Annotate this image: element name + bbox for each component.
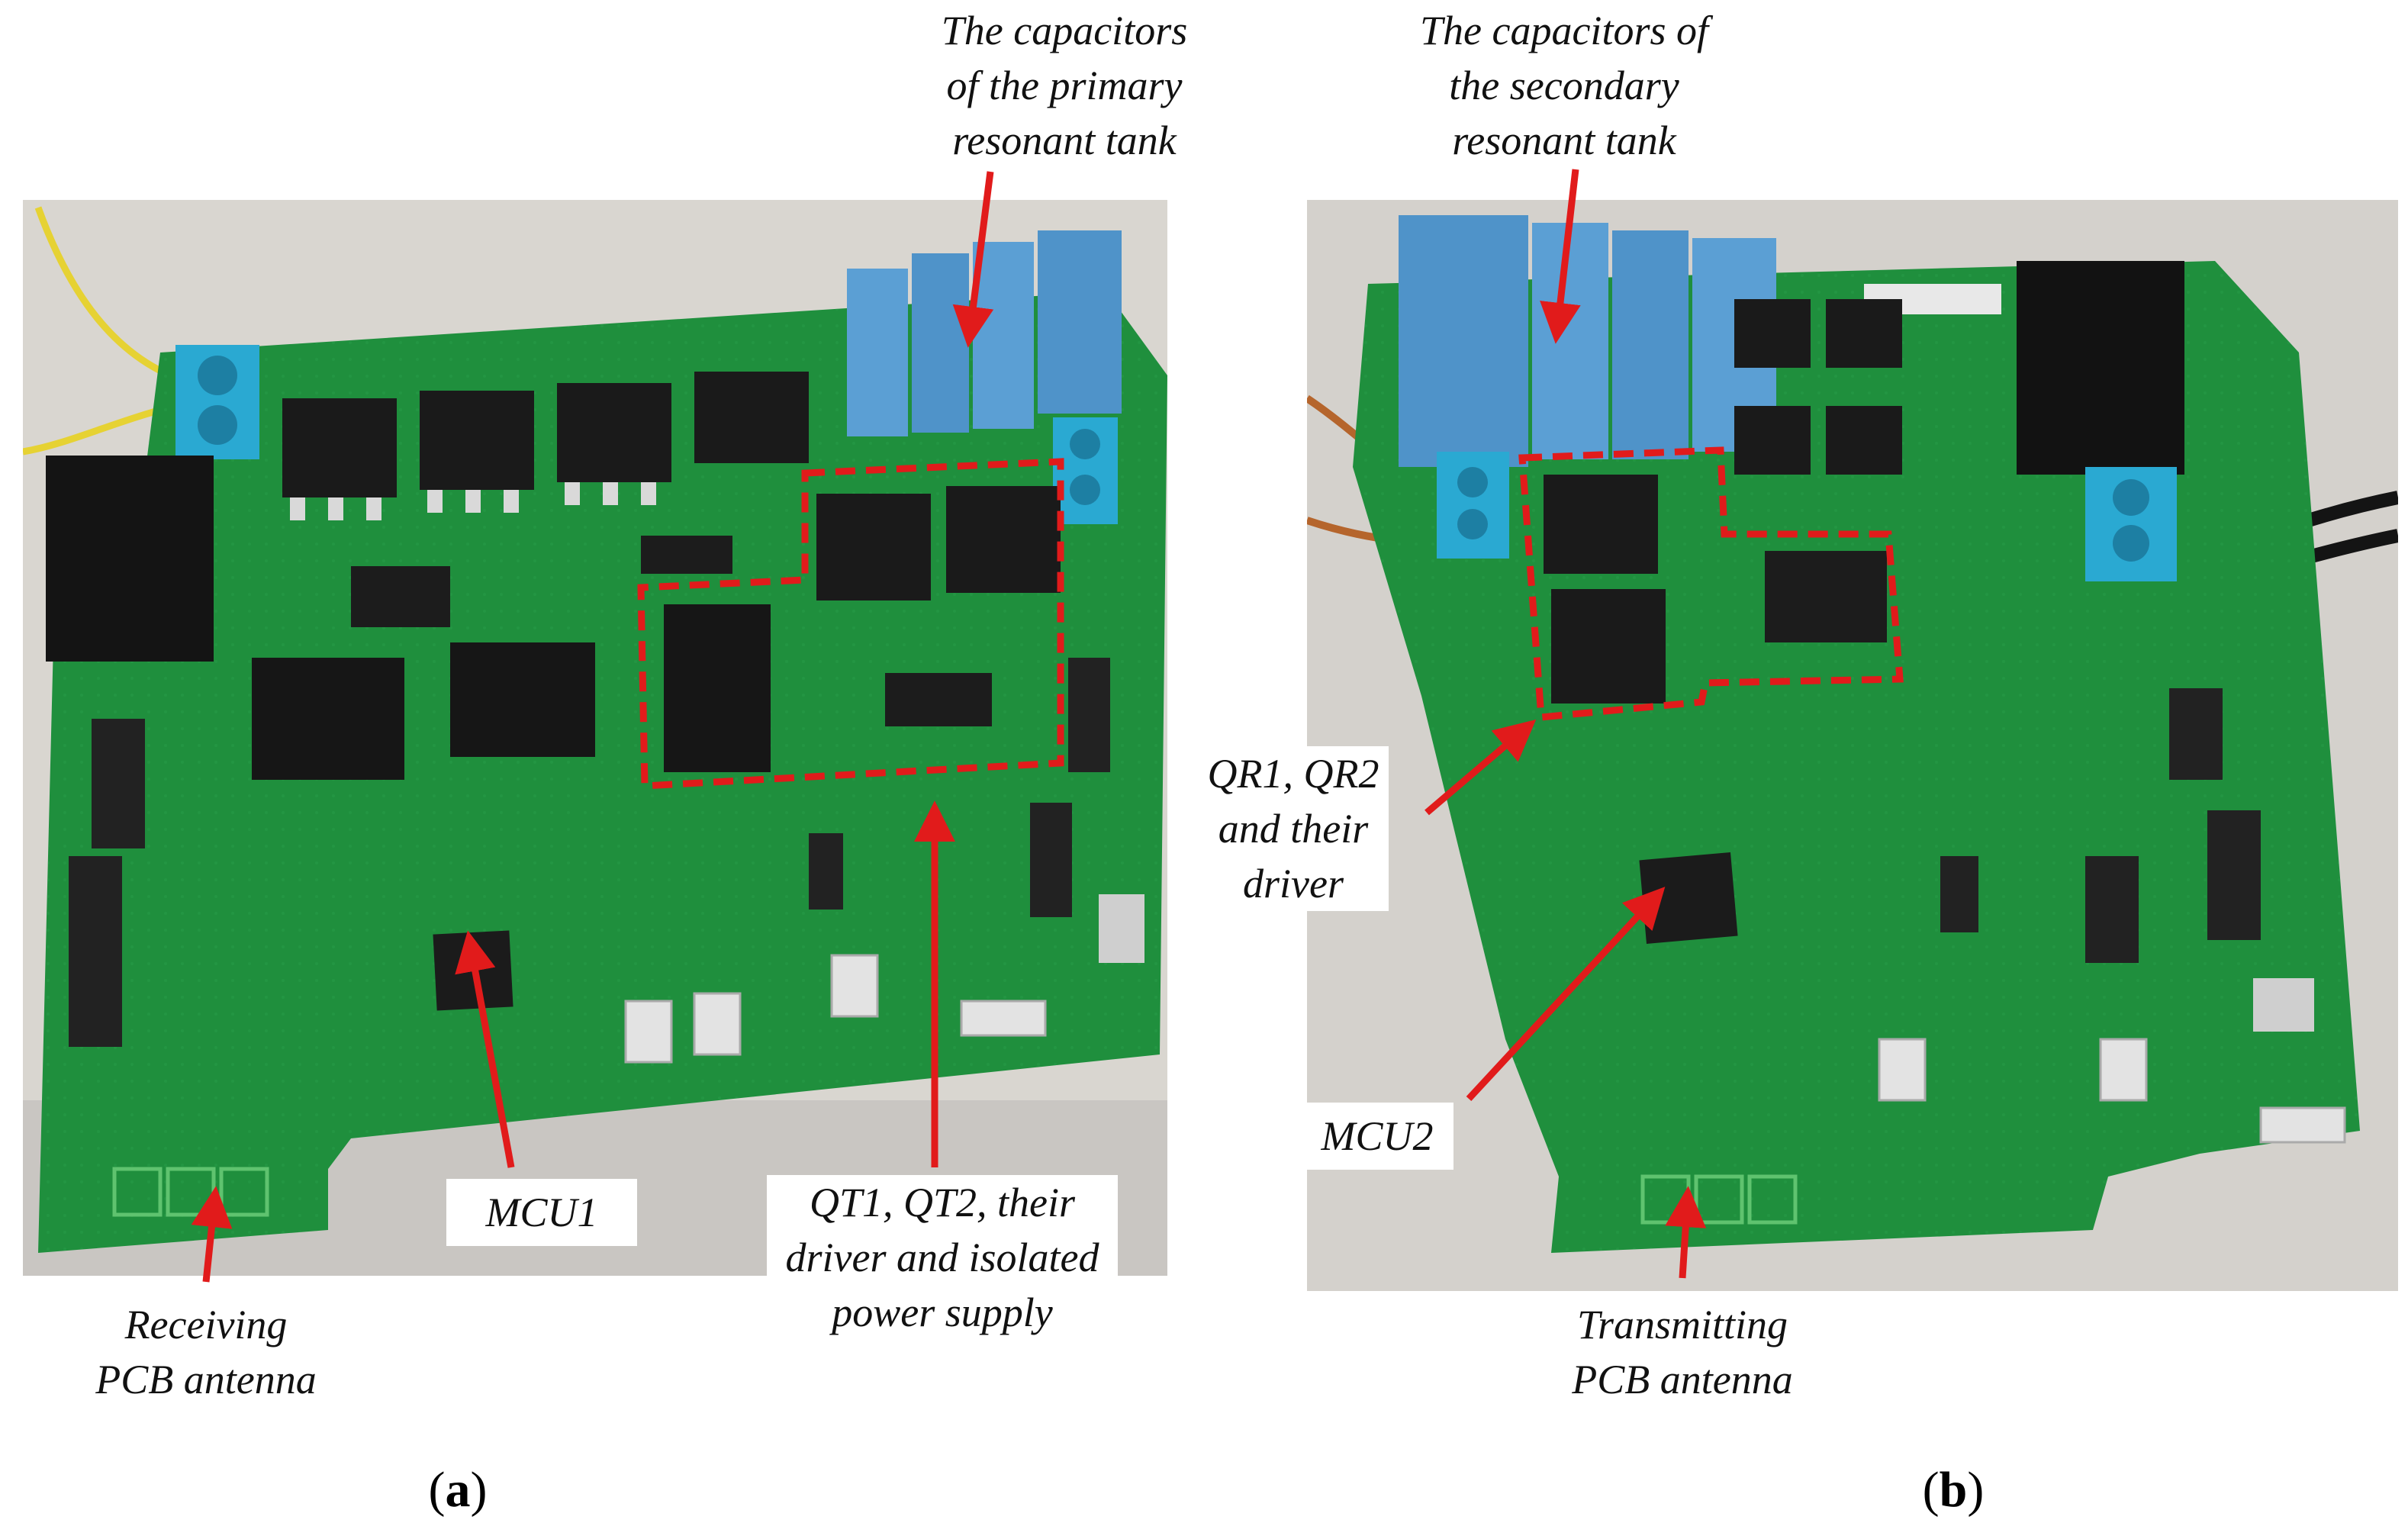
caption-line: Receiving	[124, 1302, 288, 1347]
caption-line: QR1, QR2	[1207, 751, 1379, 797]
caption-line: Transmitting	[1576, 1302, 1788, 1347]
caption-line: driver	[1243, 861, 1344, 906]
gate-driver-ic-a	[885, 673, 992, 726]
mcu2-chip	[1639, 852, 1738, 945]
caption-line: The capacitors of	[1420, 8, 1708, 53]
caption-line: and their	[1218, 806, 1369, 852]
terminal-block-left-a	[175, 345, 259, 459]
buttons-b	[1878, 1038, 2346, 1144]
subfigure-letter: b	[1939, 1462, 1968, 1518]
mcu1-chip	[433, 930, 513, 1011]
caption-secondary-caps: The capacitors of the secondary resonant…	[1396, 3, 1732, 168]
transformer-left-a	[46, 456, 214, 662]
pin-headers-a	[69, 658, 1110, 1047]
caption-line: The capacitors	[941, 8, 1188, 53]
usb-port-b	[2253, 978, 2314, 1032]
secondary-resonant-capacitors-b	[1399, 215, 1776, 467]
photo-panel-b	[1307, 200, 2398, 1291]
caption-qr-driver: QR1, QR2 and their driver	[1198, 746, 1389, 911]
caption-line: resonant tank	[952, 118, 1177, 163]
primary-resonant-capacitors-a	[847, 230, 1122, 436]
caption-line: QT1, QT2, their	[809, 1180, 1076, 1225]
caption-mcu1: MCU1	[446, 1179, 637, 1246]
caption-mcu2: MCU2	[1301, 1103, 1453, 1170]
buttons-a	[624, 954, 1047, 1064]
terminal-block-right-a	[1053, 417, 1118, 524]
subfigure-label-a: (a)	[428, 1462, 488, 1518]
caption-line: MCU2	[1321, 1113, 1434, 1159]
caption-line: resonant tank	[1452, 118, 1676, 163]
gate-driver-ic-b	[1765, 551, 1887, 642]
caption-line: driver and isolated	[785, 1235, 1099, 1280]
photo-panel-a	[23, 200, 1167, 1276]
caption-qt-driver: QT1, QT2, their driver and isolated powe…	[767, 1175, 1118, 1340]
caption-line: the secondary	[1449, 63, 1679, 108]
caption-line: MCU1	[485, 1190, 598, 1235]
pin-headers-b	[1940, 688, 2261, 963]
caption-line: power supply	[832, 1289, 1053, 1335]
caption-primary-caps: The capacitors of the primary resonant t…	[912, 3, 1217, 168]
caption-line: of the primary	[946, 63, 1183, 108]
mosfets-qr1-qr2	[1544, 475, 1666, 703]
caption-transmitting-antenna: Transmitting PCB antenna	[1522, 1297, 1843, 1407]
caption-line: PCB antenna	[95, 1357, 317, 1402]
caption-line: PCB antenna	[1572, 1357, 1793, 1402]
black-block-b	[2017, 261, 2184, 475]
caption-receiving-antenna: Receiving PCB antenna	[53, 1297, 359, 1407]
subfigure-label-b: (b)	[1922, 1462, 1985, 1518]
subfigure-letter: a	[445, 1462, 471, 1518]
usb-port-a	[1099, 894, 1144, 963]
terminal-block-left-b	[1437, 452, 1509, 559]
terminal-block-right-b	[2085, 467, 2177, 581]
